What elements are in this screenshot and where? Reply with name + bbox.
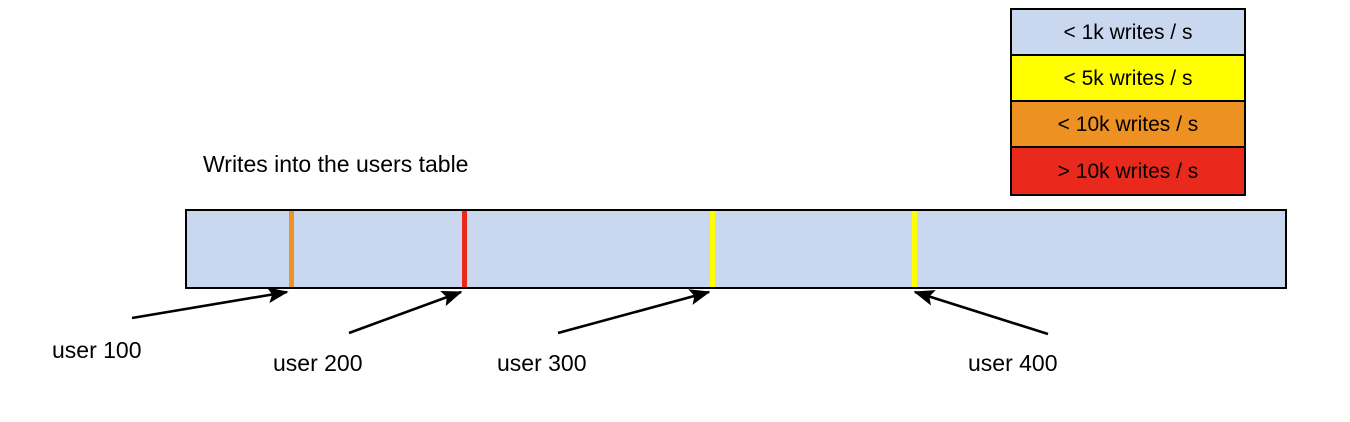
legend: < 1k writes / s < 5k writes / s < 10k wr… (1010, 8, 1246, 196)
stripe-user-400 (912, 211, 917, 287)
legend-row-over-10k: > 10k writes / s (1012, 148, 1244, 194)
bar-fill (187, 211, 1285, 287)
callout-label-user-200: user 200 (273, 350, 363, 376)
stripe-user-300 (710, 211, 715, 287)
stripe-user-200 (462, 211, 467, 287)
arrow-user-100 (131, 287, 289, 320)
callout-label-user-300: user 300 (497, 350, 587, 376)
legend-row-under-1k: < 1k writes / s (1012, 10, 1244, 56)
stripe-user-100 (289, 211, 294, 287)
chart-title: Writes into the users table (203, 151, 469, 177)
legend-label-under-1k: < 1k writes / s (1063, 20, 1193, 44)
legend-row-under-10k: < 10k writes / s (1012, 102, 1244, 148)
legend-row-under-5k: < 5k writes / s (1012, 56, 1244, 102)
arrow-user-200 (348, 290, 463, 335)
arrow-user-300 (557, 289, 711, 335)
callout-label-user-400: user 400 (968, 350, 1058, 376)
legend-label-under-10k: < 10k writes / s (1057, 112, 1199, 136)
legend-label-under-5k: < 5k writes / s (1063, 66, 1193, 90)
callout-label-user-100: user 100 (52, 337, 142, 363)
users-table-bar (185, 209, 1287, 289)
legend-label-over-10k: > 10k writes / s (1057, 159, 1199, 183)
arrow-user-400 (913, 290, 1049, 336)
